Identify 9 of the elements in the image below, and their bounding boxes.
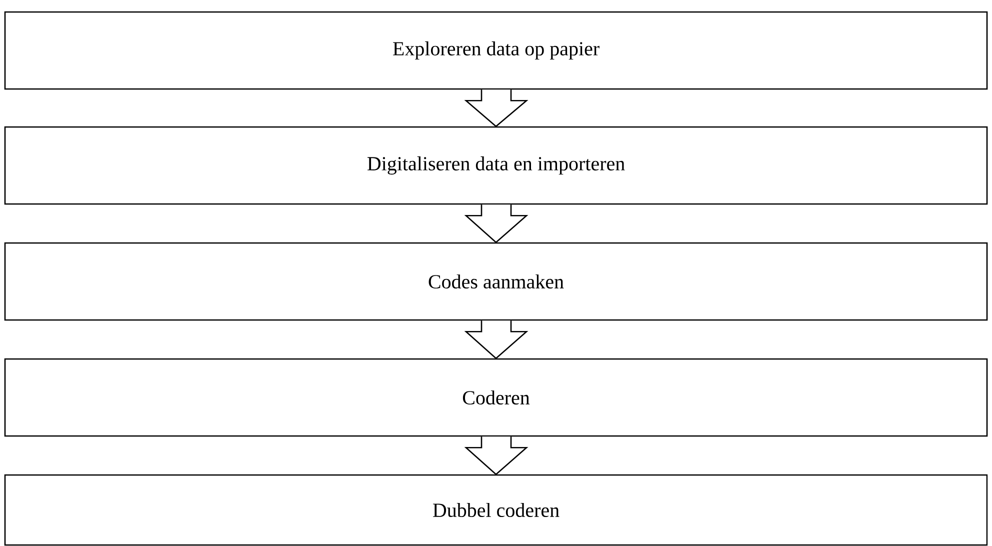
process-box: Dubbel coderen xyxy=(4,474,988,546)
arrow xyxy=(464,89,528,128)
arrow xyxy=(464,436,528,476)
arrow xyxy=(464,204,528,244)
process-box: Digitaliseren data en importeren xyxy=(4,126,988,205)
process-box: Exploreren data op papier xyxy=(4,11,988,90)
process-box: Codes aanmaken xyxy=(4,242,988,321)
arrow xyxy=(464,320,528,360)
process-box: Coderen xyxy=(4,358,988,437)
